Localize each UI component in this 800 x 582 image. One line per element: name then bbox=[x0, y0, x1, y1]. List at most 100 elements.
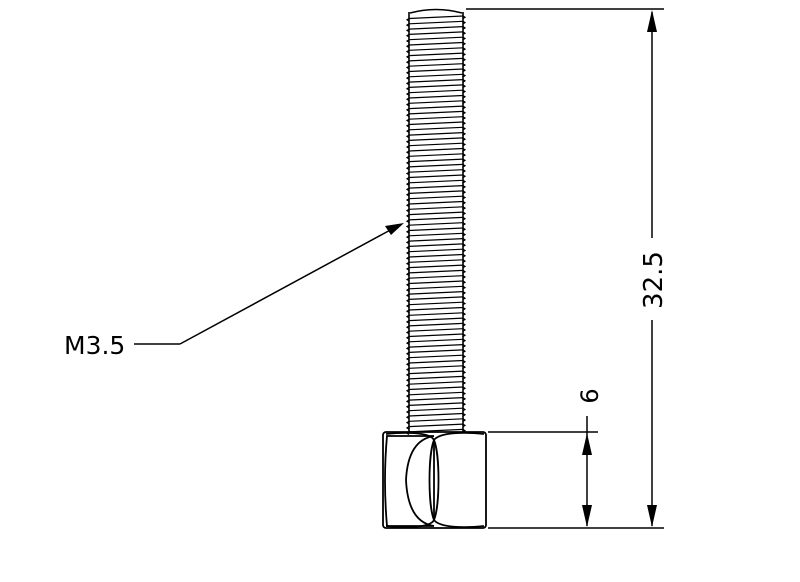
thread-line bbox=[408, 195, 464, 200]
thread-crest-left bbox=[405, 176, 410, 181]
thread-crest-left bbox=[405, 60, 410, 65]
thread-crest-left bbox=[405, 426, 410, 430]
thread-crest-right bbox=[462, 222, 467, 226]
thread-crest-right bbox=[462, 275, 467, 279]
thread-crest-right bbox=[462, 418, 467, 422]
thread-line bbox=[408, 20, 464, 25]
thread-crest-left bbox=[405, 420, 410, 425]
thread-crest-right bbox=[462, 121, 467, 126]
thread-line bbox=[408, 105, 464, 110]
thread-crest-right bbox=[462, 243, 467, 248]
threaded-shank bbox=[405, 8, 467, 436]
thread-crest-right bbox=[462, 100, 467, 104]
thread-crest-left bbox=[405, 134, 410, 139]
thread-line bbox=[408, 174, 464, 179]
thread-crest-right bbox=[462, 89, 467, 94]
thread-crest-right bbox=[462, 397, 467, 401]
thread-crest-left bbox=[405, 203, 410, 208]
thread-crest-right bbox=[462, 216, 467, 221]
thread-crest-right bbox=[462, 163, 467, 168]
thread-line bbox=[408, 275, 464, 279]
thread-crest-left bbox=[405, 272, 410, 277]
thread-crest-left bbox=[405, 282, 410, 287]
thread-crest-left bbox=[405, 293, 410, 298]
thread-crest-left bbox=[405, 108, 410, 112]
hex-head bbox=[382, 431, 487, 529]
thread-line bbox=[408, 312, 464, 316]
thread-crest-right bbox=[462, 158, 467, 163]
thread-crest-left bbox=[405, 224, 410, 229]
thread-crest-right bbox=[462, 259, 467, 263]
thread-line bbox=[408, 407, 464, 412]
thread-crest-right bbox=[462, 169, 467, 173]
thread-crest-right bbox=[462, 179, 467, 184]
thread-crest-left bbox=[405, 256, 410, 261]
thread-crest-right bbox=[462, 200, 467, 205]
thread-crest-right bbox=[462, 79, 467, 83]
thread-line bbox=[408, 301, 464, 306]
thread-line bbox=[408, 47, 464, 51]
thread-line bbox=[408, 89, 464, 94]
thread-crest-left bbox=[405, 118, 410, 123]
thread-line bbox=[408, 163, 464, 168]
thread-crest-right bbox=[462, 269, 467, 274]
thread-crest-right bbox=[462, 344, 467, 348]
thread-crest-right bbox=[462, 227, 467, 232]
thread-crest-left bbox=[405, 150, 410, 155]
thread-crest-right bbox=[462, 211, 467, 216]
thread-line bbox=[408, 338, 464, 343]
thread-crest-left bbox=[405, 288, 410, 292]
thread-crest-right bbox=[462, 206, 467, 210]
thread-crest-left bbox=[405, 70, 410, 75]
thread-crest-right bbox=[462, 238, 467, 242]
callout-arrowhead bbox=[385, 223, 404, 235]
thread-crest-left bbox=[405, 335, 410, 340]
thread-line bbox=[408, 153, 464, 157]
thread-crest-right bbox=[462, 359, 467, 364]
head-height-dimension bbox=[488, 416, 598, 527]
thread-line bbox=[408, 344, 464, 348]
thread-line bbox=[408, 169, 464, 173]
thread-crest-right bbox=[462, 137, 467, 142]
thread-crest-left bbox=[405, 33, 410, 38]
thread-crest-right bbox=[462, 63, 467, 67]
head-height-label: 6 bbox=[576, 388, 604, 403]
thread-crest-left bbox=[405, 325, 410, 330]
thread-crest-right bbox=[462, 116, 467, 120]
callout-leader bbox=[179, 227, 395, 345]
thread-crest-right bbox=[462, 349, 467, 354]
overall-arrow-top bbox=[647, 10, 657, 32]
thread-crest-right bbox=[462, 317, 467, 322]
thread-crest-left bbox=[405, 81, 410, 86]
thread-line bbox=[408, 222, 464, 226]
thread-crest-right bbox=[462, 338, 467, 343]
thread-line bbox=[408, 52, 464, 57]
thread-crest-left bbox=[405, 113, 410, 118]
thread-crest-left bbox=[405, 373, 410, 377]
thread-line bbox=[408, 94, 464, 99]
thread-line bbox=[408, 248, 464, 253]
thread-crest-left bbox=[405, 92, 410, 96]
head-face-left bbox=[384, 435, 435, 527]
thread-line bbox=[408, 264, 464, 269]
thread-line bbox=[408, 381, 464, 385]
thread-crest-right bbox=[462, 423, 467, 428]
thread-crest-left bbox=[405, 97, 410, 102]
thread-crest-right bbox=[462, 328, 467, 332]
thread-line bbox=[408, 317, 464, 322]
thread-crest-right bbox=[462, 264, 467, 269]
thread-crest-right bbox=[462, 174, 467, 179]
thread-line bbox=[408, 370, 464, 375]
thread-line bbox=[408, 354, 464, 359]
thread-crest-right bbox=[462, 407, 467, 412]
thread-line bbox=[408, 375, 464, 380]
thread-crest-left bbox=[405, 383, 410, 388]
thread-crest-right bbox=[462, 232, 467, 237]
thread-crest-right bbox=[462, 386, 467, 391]
thread-crest-right bbox=[462, 412, 467, 417]
thread-crest-right bbox=[462, 105, 467, 110]
thread-crest-left bbox=[405, 304, 410, 308]
thread-crest-right bbox=[462, 15, 467, 20]
thread-crest-right bbox=[462, 333, 467, 338]
